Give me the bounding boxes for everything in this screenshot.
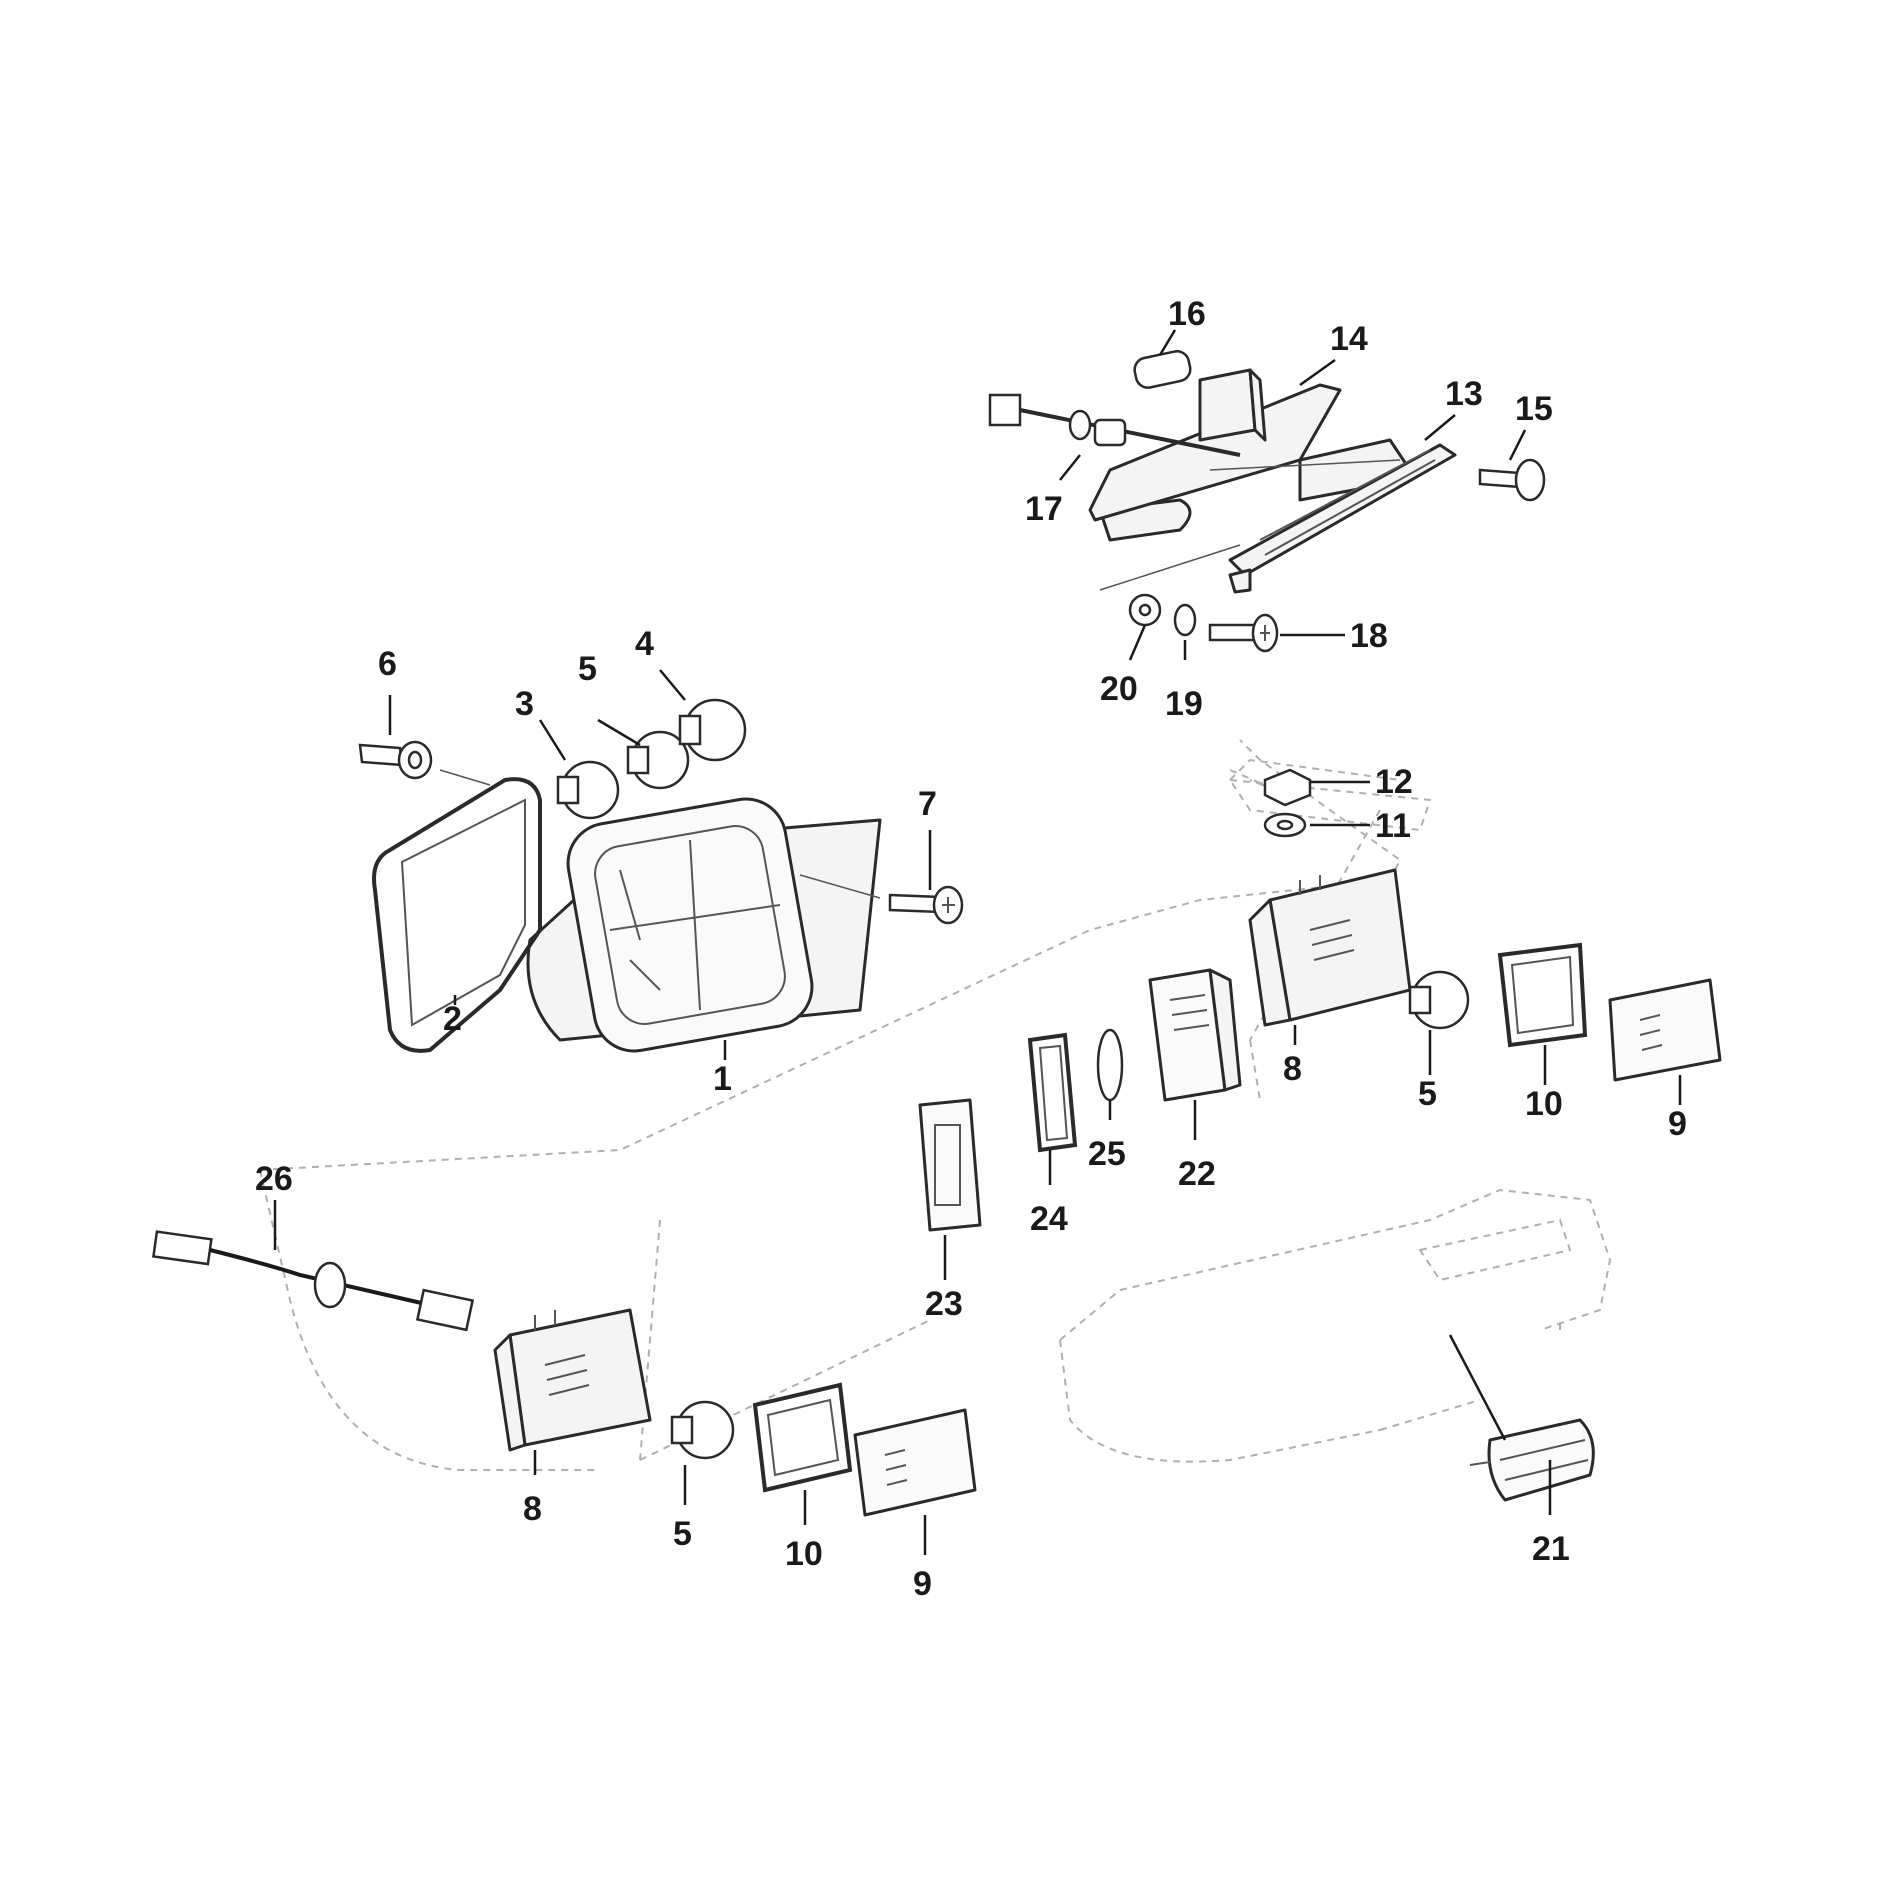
reversing-lamp-22[interactable] xyxy=(1148,968,1242,1102)
tube-16[interactable] xyxy=(1132,349,1192,390)
gasket-10-right[interactable] xyxy=(1497,942,1588,1048)
callout-5b: 5 xyxy=(1418,1075,1437,1113)
callout-13: 13 xyxy=(1445,375,1483,413)
callout-21: 21 xyxy=(1532,1530,1570,1568)
callout-7: 7 xyxy=(918,785,937,823)
callout-23: 23 xyxy=(925,1285,963,1323)
callout-4: 4 xyxy=(635,625,654,663)
screw-18[interactable] xyxy=(1208,613,1279,653)
callout-11: 11 xyxy=(1375,807,1411,845)
callout-5c: 5 xyxy=(673,1515,692,1553)
festoon-bulb-25[interactable] xyxy=(1096,1028,1124,1102)
connector-grommet[interactable] xyxy=(358,740,433,780)
callout-5a: 5 xyxy=(578,650,597,688)
callout-9b: 9 xyxy=(913,1565,932,1603)
license-plate-bracket[interactable] xyxy=(1088,368,1412,542)
lamp-gasket[interactable] xyxy=(372,777,542,1053)
screw-15[interactable] xyxy=(1478,458,1546,502)
callout-17: 17 xyxy=(1025,490,1063,528)
bulb-5-left[interactable] xyxy=(670,1400,735,1460)
callout-3: 3 xyxy=(515,685,534,723)
callout-19: 19 xyxy=(1165,685,1203,723)
leader-lines xyxy=(273,329,1682,1555)
gasket-10-left[interactable] xyxy=(752,1382,853,1493)
lock-washer-19[interactable] xyxy=(1173,603,1197,637)
callout-26: 26 xyxy=(255,1160,293,1198)
bulb-5-upper[interactable] xyxy=(626,730,690,790)
callout-2: 2 xyxy=(443,1000,462,1038)
bolt-17[interactable] xyxy=(988,393,1241,457)
callout-25: 25 xyxy=(1088,1135,1126,1173)
side-marker-housing-left[interactable] xyxy=(493,1308,652,1452)
nut-12[interactable] xyxy=(1263,768,1312,807)
callout-16: 16 xyxy=(1168,295,1206,333)
callout-20: 20 xyxy=(1100,670,1138,708)
callout-18: 18 xyxy=(1350,617,1388,655)
callout-15: 15 xyxy=(1515,390,1553,428)
callout-14: 14 xyxy=(1330,320,1368,358)
license-lamp-strip[interactable] xyxy=(1228,443,1457,594)
callout-24: 24 xyxy=(1030,1200,1068,1238)
callout-12: 12 xyxy=(1375,763,1413,801)
lamp-lens-23[interactable] xyxy=(918,1098,982,1232)
wiring-harness-26[interactable] xyxy=(152,1230,475,1332)
lens-9-right[interactable] xyxy=(1608,978,1722,1082)
tail-lamp-assembly[interactable] xyxy=(526,793,882,1058)
callout-8b: 8 xyxy=(523,1490,542,1528)
callout-22: 22 xyxy=(1178,1155,1216,1193)
washer-11[interactable] xyxy=(1263,812,1307,838)
plate-lamp-21[interactable] xyxy=(1469,1418,1595,1502)
callout-8a: 8 xyxy=(1283,1050,1302,1088)
bulb-3[interactable] xyxy=(556,760,620,820)
callout-10b: 10 xyxy=(785,1535,823,1573)
bulb-4[interactable] xyxy=(678,698,747,762)
callout-9a: 9 xyxy=(1668,1105,1687,1143)
callout-6: 6 xyxy=(378,645,397,683)
bulb-5-right[interactable] xyxy=(1408,970,1470,1030)
side-marker-housing-right[interactable] xyxy=(1248,868,1412,1027)
gasket-24[interactable] xyxy=(1027,1032,1078,1153)
lens-9-left[interactable] xyxy=(853,1408,977,1517)
washer-20[interactable] xyxy=(1128,593,1162,627)
screw-7[interactable] xyxy=(888,885,964,925)
callout-1: 1 xyxy=(713,1060,732,1098)
callout-labels: 1 2 3 4 5 6 7 8 5 10 9 11 12 13 14 15 16… xyxy=(255,295,1687,1603)
callout-10a: 10 xyxy=(1525,1085,1563,1123)
